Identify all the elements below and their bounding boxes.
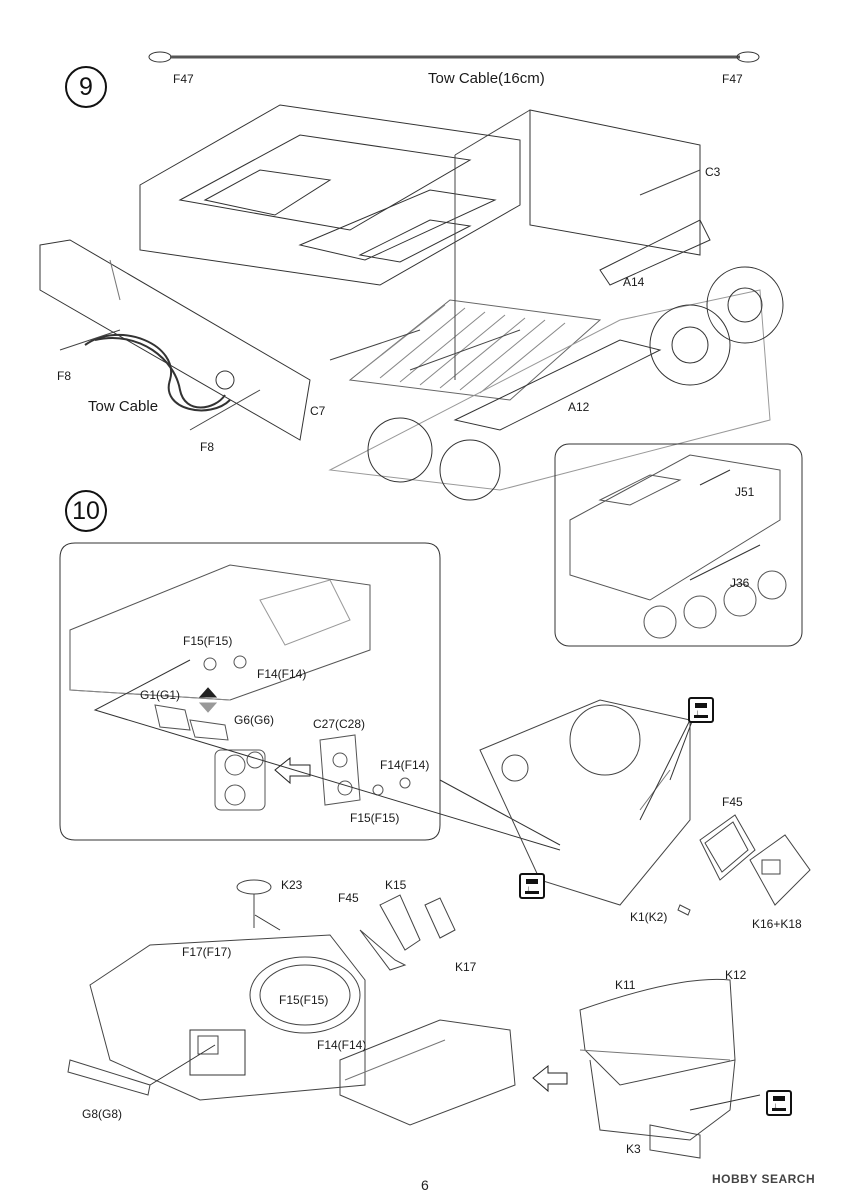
part-label-f14: F14(F14) [317, 1038, 367, 1052]
part-label-a12: A12 [568, 400, 590, 414]
part-label-f8: F8 [200, 440, 215, 454]
part-label-g8: G8(G8) [82, 1107, 123, 1121]
step9-inset-frame [554, 443, 803, 647]
turret-lower-drawing [67, 879, 516, 1126]
part-label-k12: K12 [725, 968, 747, 982]
tow-cable-drawing [148, 51, 760, 63]
part-label-c27: C27(C28) [313, 717, 366, 731]
part-label-f47: F47 [173, 72, 194, 86]
tow-cable-label: Tow Cable [88, 398, 159, 415]
arrow-left-icon [532, 1064, 568, 1093]
part-label-g1: G1(G1) [140, 688, 181, 702]
tow-cable-title: Tow Cable(16cm) [428, 70, 545, 87]
part-label-k17: K17 [455, 960, 477, 974]
part-label-k16-k18: K16+K18 [752, 917, 802, 931]
part-label-k1: K1(K2) [630, 910, 668, 924]
part-label-j51: J51 [735, 485, 755, 499]
glue-icon: ↓ [688, 697, 714, 723]
part-label-f15: F15(F15) [183, 634, 233, 648]
part-label-f45: F45 [722, 795, 743, 809]
step-number: 10 [65, 490, 107, 532]
part-label-f47: F47 [722, 72, 743, 86]
glue-icon: ↓ [766, 1090, 792, 1116]
step10-detail-drawing [69, 564, 561, 851]
part-label-k23: K23 [281, 878, 303, 892]
page-number: 6 [421, 1177, 429, 1193]
step-number: 9 [65, 66, 107, 108]
part-label-f14: F14(F14) [380, 758, 430, 772]
part-label-k15: K15 [385, 878, 407, 892]
part-label-f8: F8 [57, 369, 72, 383]
part-label-j36: J36 [730, 576, 750, 590]
watermark-logo: HOBBY SEARCH [712, 1172, 816, 1186]
part-label-f15: F15(F15) [350, 811, 400, 825]
arrow-left-icon [274, 756, 311, 785]
part-label-c7: C7 [310, 404, 326, 418]
part-label-k11: K11 [615, 978, 636, 992]
glue-icon: ↓ [519, 873, 545, 899]
part-label-f14: F14(F14) [257, 667, 307, 681]
step10-detail-frame [59, 542, 441, 841]
part-label-g6: G6(G6) [234, 713, 275, 727]
part-label-a14: A14 [623, 275, 645, 289]
turret-bustle-drawing [579, 978, 761, 1159]
part-label-f17: F17(F17) [182, 945, 232, 959]
part-label-c3: C3 [705, 165, 721, 179]
part-label-f45: F45 [338, 891, 359, 905]
engine-deck-drawing [39, 104, 784, 501]
step9-inset-drawing [569, 454, 787, 639]
part-label-f15: F15(F15) [279, 993, 329, 1007]
part-label-k3: K3 [626, 1142, 641, 1156]
